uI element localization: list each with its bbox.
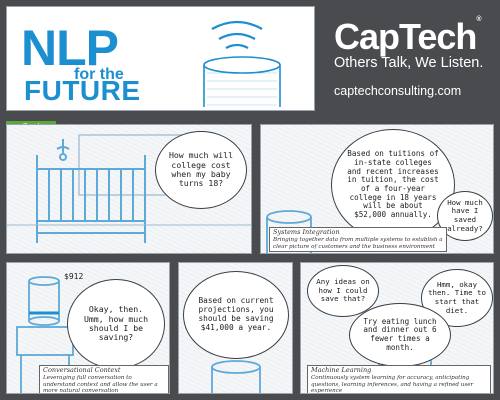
panel-systems-integration: Based on tuitions of in-state colleges a…	[260, 124, 494, 254]
brand-slogan: Others Talk, We Listen.	[334, 55, 484, 71]
registered-mark: ®	[476, 16, 481, 23]
speech-bubble-college-cost: How much will college cost when my baby …	[155, 131, 247, 209]
screen-amount: $912	[64, 272, 84, 281]
tag-description: Bringing together data from multiple sys…	[273, 236, 443, 250]
tag-title: Machine Learning	[311, 366, 372, 374]
tag-description: Leveraging full conversation to understa…	[43, 374, 158, 394]
tag-title: Conversational Context	[43, 366, 121, 374]
speech-bubble-lunch-dinner: Try eating lunch and dinner out 6 fewer …	[349, 303, 451, 367]
tag-description: Continuously system learning for accurac…	[311, 374, 474, 394]
tag-conversational-context: Conversational Context Leveraging full c…	[39, 365, 169, 394]
speech-bubble-ideas: Any ideas on how I could save that?	[307, 265, 379, 317]
tag-systems-integration: Systems Integration Bringing together da…	[269, 227, 447, 253]
header-panel: NLP for the FUTURE	[6, 6, 315, 111]
speech-bubble-projection: Based on current projections, you should…	[183, 271, 289, 359]
panel-saving-question: How much will college cost when my baby …	[6, 124, 252, 254]
brand-logo: CapTech®	[334, 16, 482, 58]
panel-machine-learning: Any ideas on how I could save that? Hmm,…	[300, 262, 494, 394]
speaker-illustration	[211, 360, 261, 393]
panel-savings-projection: Based on current projections, you should…	[178, 262, 293, 394]
brand-name: CapTech	[334, 16, 477, 57]
title-future: FUTURE	[24, 75, 141, 106]
crib-illustration	[7, 134, 251, 243]
title-nlp: NLP	[21, 20, 119, 76]
website-link[interactable]: captechconsulting.com	[334, 84, 462, 98]
title-for-the: for the	[74, 66, 124, 83]
speech-bubble-college-estimate: Based on tuitions of in-state colleges a…	[331, 129, 455, 241]
tag-title: Systems Integration	[273, 228, 340, 236]
smart-speaker-illustration	[203, 20, 281, 107]
speech-bubble-how-much-saving: Okay, then. Umm, how much should I be sa…	[67, 279, 165, 369]
tag-machine-learning: Machine Learning Continuously system lea…	[307, 365, 491, 394]
panel-conversational-context: $912 Okay, then. Umm, how much should I …	[6, 262, 170, 394]
